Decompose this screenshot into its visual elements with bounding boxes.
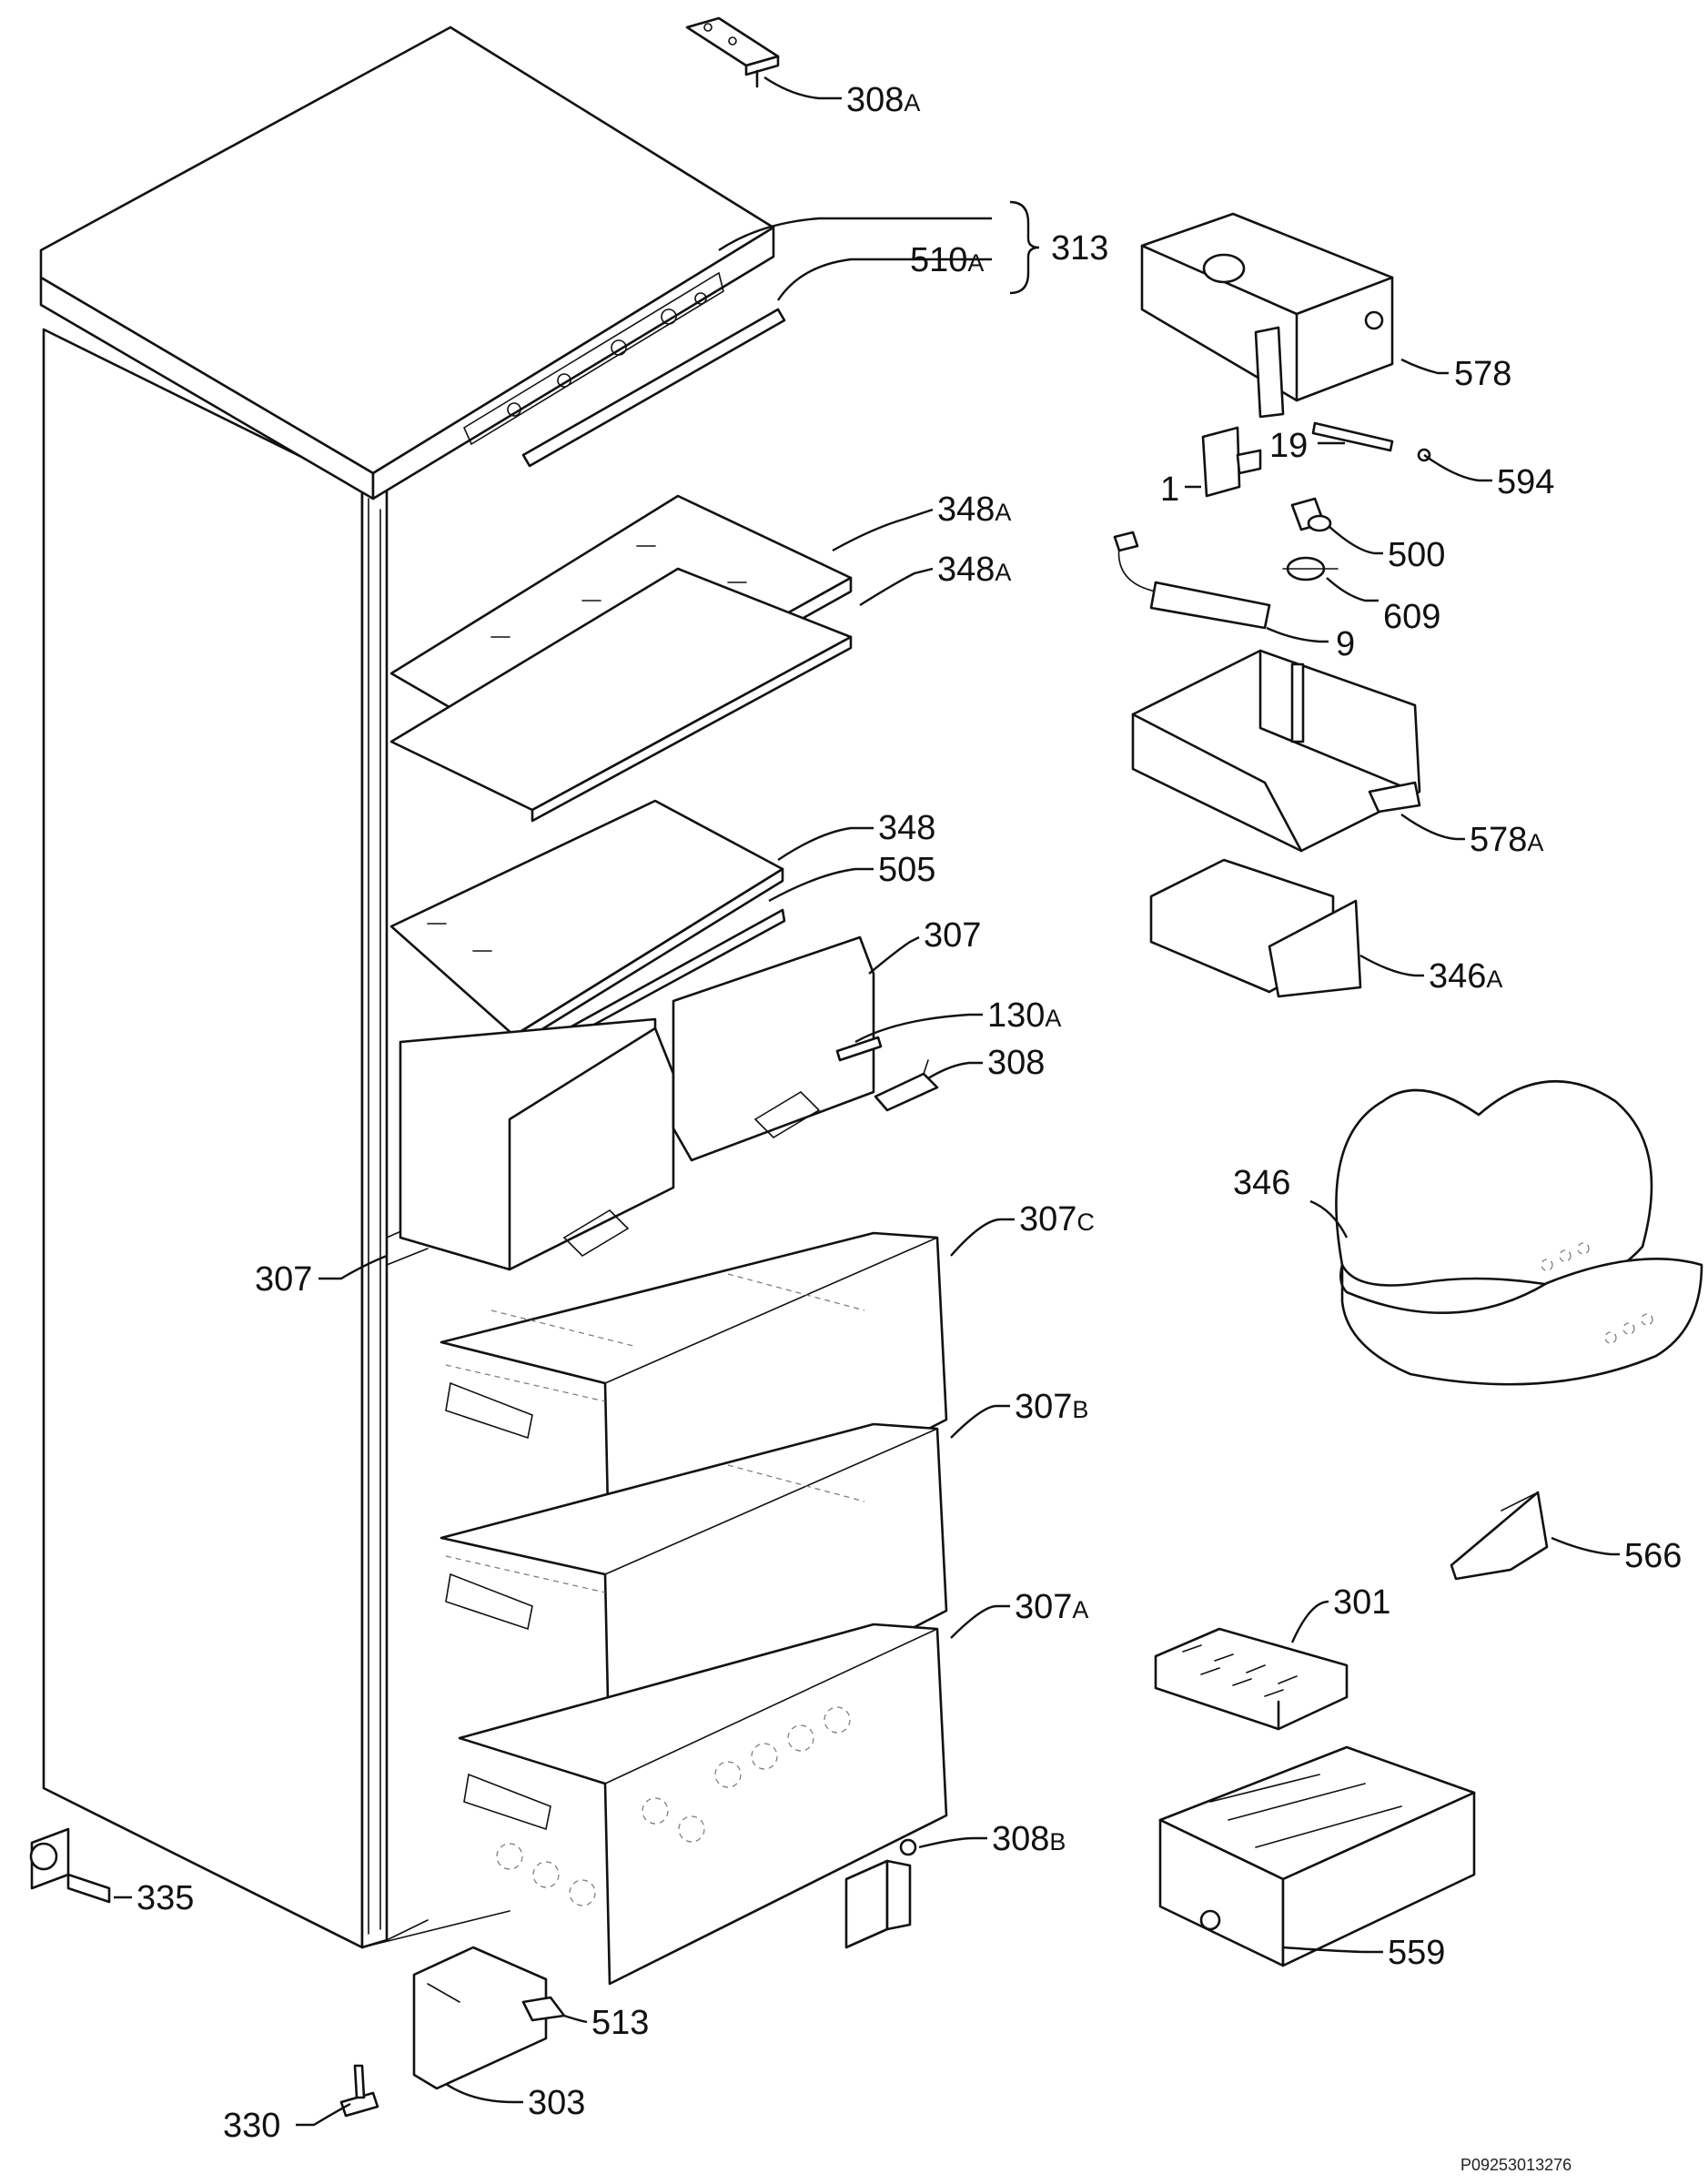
callout-346A: 346A (1429, 957, 1502, 996)
callout-594: 594 (1497, 463, 1554, 501)
control-housing (1140, 212, 1394, 419)
ice-cube-tray (1154, 1627, 1349, 1731)
callout-559: 559 (1388, 1934, 1445, 1972)
kickplate-303 (412, 1946, 548, 2090)
glass-shelf-middle (389, 567, 853, 823)
ice-tray-346a (1149, 858, 1362, 998)
bracket-130a (835, 1036, 883, 1062)
clip-513 (521, 1996, 566, 2022)
callout-500: 500 (1388, 536, 1445, 574)
callout-346: 346 (1233, 1164, 1290, 1202)
callout-609: 609 (1383, 598, 1440, 636)
leader-lines (114, 76, 1620, 2127)
callout-510A: 510A (910, 241, 984, 279)
callout-348A-lower: 348A (937, 551, 1011, 589)
callout-505: 505 (878, 851, 935, 889)
trim-strip (521, 308, 786, 468)
ice-scoop (1450, 1491, 1549, 1581)
hinge-335 (29, 1827, 111, 1904)
switch-609 (1282, 556, 1339, 581)
cold-pack (1158, 1745, 1476, 1967)
cabinet (42, 328, 510, 1949)
callout-130A: 130A (987, 996, 1061, 1035)
callout-578A: 578A (1470, 821, 1543, 859)
callout-578: 578 (1454, 355, 1511, 393)
callout-1: 1 (1160, 470, 1179, 509)
hinge-308b (844, 1838, 917, 1949)
document-id: P09253013276 (1460, 2156, 1572, 2174)
callout-303: 303 (528, 2084, 585, 2122)
crisper-drawer-right (672, 935, 875, 1162)
freezer-drawer-top (440, 1231, 948, 1594)
sensor-probe (1311, 421, 1431, 462)
callout-307A: 307A (1015, 1588, 1088, 1626)
callout-348: 348 (878, 809, 935, 847)
foot-330 (339, 2064, 379, 2118)
thermostat (1201, 426, 1262, 498)
callout-307-upper: 307 (924, 916, 981, 955)
callout-19: 19 (1269, 427, 1308, 465)
callout-308: 308 (987, 1044, 1045, 1082)
heater-9 (1113, 531, 1271, 630)
top-hinge (685, 16, 780, 88)
callout-9: 9 (1336, 625, 1355, 663)
top-cover (39, 25, 775, 500)
hinge-308 (874, 1059, 939, 1112)
ice-maker (1131, 649, 1421, 853)
glass-shelf-lower (389, 799, 784, 1048)
callout-307C: 307C (1019, 1200, 1095, 1239)
freezer-drawer-bottom (458, 1623, 948, 1986)
freezer-drawer-middle (440, 1422, 948, 1785)
callout-labels: 308A 313 510A 578 19 594 1 500 609 9 348… (136, 81, 1682, 2145)
lamp-500 (1290, 497, 1332, 532)
ice-bin (1335, 1079, 1703, 1386)
callout-308B: 308B (992, 1820, 1066, 1858)
callout-301: 301 (1333, 1583, 1390, 1622)
callout-330: 330 (223, 2107, 280, 2145)
callout-348A-upper: 348A (937, 490, 1011, 529)
crisper-drawer-left (399, 1017, 675, 1271)
callout-313: 313 (1051, 229, 1108, 268)
callout-566: 566 (1624, 1537, 1682, 1575)
callout-308A: 308A (846, 81, 920, 119)
callout-307B: 307B (1015, 1388, 1088, 1426)
callout-335: 335 (136, 1879, 194, 1917)
callout-513: 513 (591, 2004, 649, 2042)
callout-307-left: 307 (255, 1260, 312, 1299)
